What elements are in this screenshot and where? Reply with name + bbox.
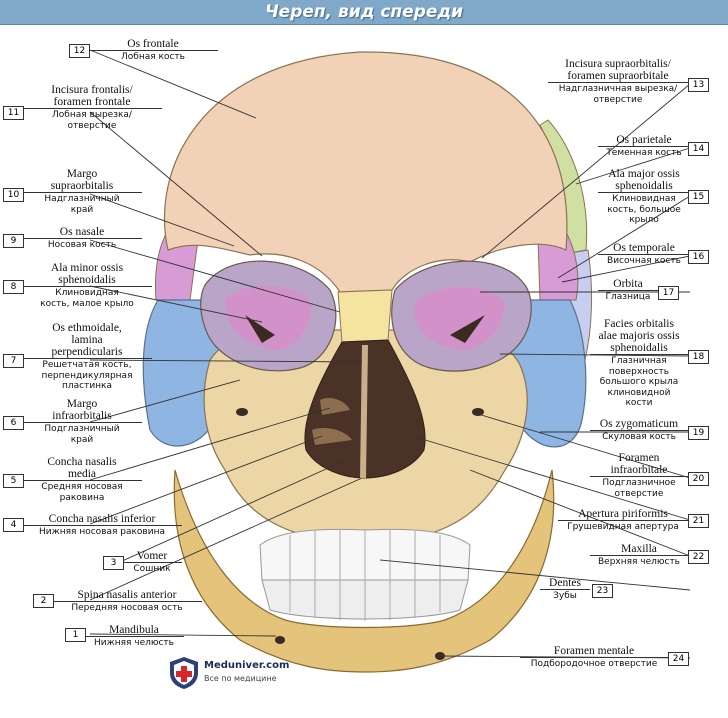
num-1: 1	[65, 628, 86, 642]
inferior-concha	[312, 428, 352, 445]
label-13: Incisura supraorbitalis/ foramen supraor…	[548, 58, 688, 105]
orbit-right-inner	[415, 287, 505, 350]
num-11: 11	[3, 106, 24, 120]
num-22: 22	[688, 550, 709, 564]
num-13: 13	[688, 78, 709, 92]
num-4: 4	[3, 518, 24, 532]
num-10: 10	[3, 188, 24, 202]
num-12: 12	[69, 44, 90, 58]
infraorbital-foramen-right	[472, 408, 484, 416]
mandible	[173, 469, 555, 673]
label-18: Facies orbitalis alae majoris ossis sphe…	[590, 318, 688, 409]
leader-lines	[89, 49, 691, 659]
title-bar: Череп, вид спереди	[0, 0, 728, 25]
orbit-left-inner	[225, 285, 311, 350]
infraorbital-foramen-left	[236, 408, 248, 416]
tooth-separators	[289, 529, 441, 621]
num-20: 20	[688, 472, 709, 486]
num-5: 5	[3, 474, 24, 488]
middle-concha	[320, 398, 350, 415]
site-logo[interactable]: Meduniver.com Все по медицине	[168, 652, 290, 692]
num-3: 3	[103, 556, 124, 570]
num-8: 8	[3, 280, 24, 294]
num-14: 14	[688, 142, 709, 156]
num-18: 18	[688, 350, 709, 364]
num-16: 16	[688, 250, 709, 264]
orbit-right-fissure	[450, 315, 485, 343]
logo-tagline: Все по медицине	[204, 674, 277, 683]
nasal-bones	[337, 289, 393, 343]
num-24: 24	[668, 652, 689, 666]
num-17: 17	[658, 286, 679, 300]
skull-illustration	[89, 49, 691, 673]
num-23: 23	[592, 584, 613, 598]
num-21: 21	[688, 514, 709, 528]
num-15: 15	[688, 190, 709, 204]
page-title: Череп, вид спереди	[264, 2, 464, 22]
num-2: 2	[33, 594, 54, 608]
num-9: 9	[3, 234, 24, 248]
num-19: 19	[688, 426, 709, 440]
logo-name: Meduniver.com	[204, 660, 290, 671]
nasal-septum	[360, 345, 368, 478]
mental-foramen-left	[275, 636, 285, 644]
num-7: 7	[3, 354, 24, 368]
num-6: 6	[3, 416, 24, 430]
orbit-left-fissure	[245, 315, 275, 343]
shield-icon	[170, 657, 198, 689]
frontal-bone	[164, 51, 568, 293]
